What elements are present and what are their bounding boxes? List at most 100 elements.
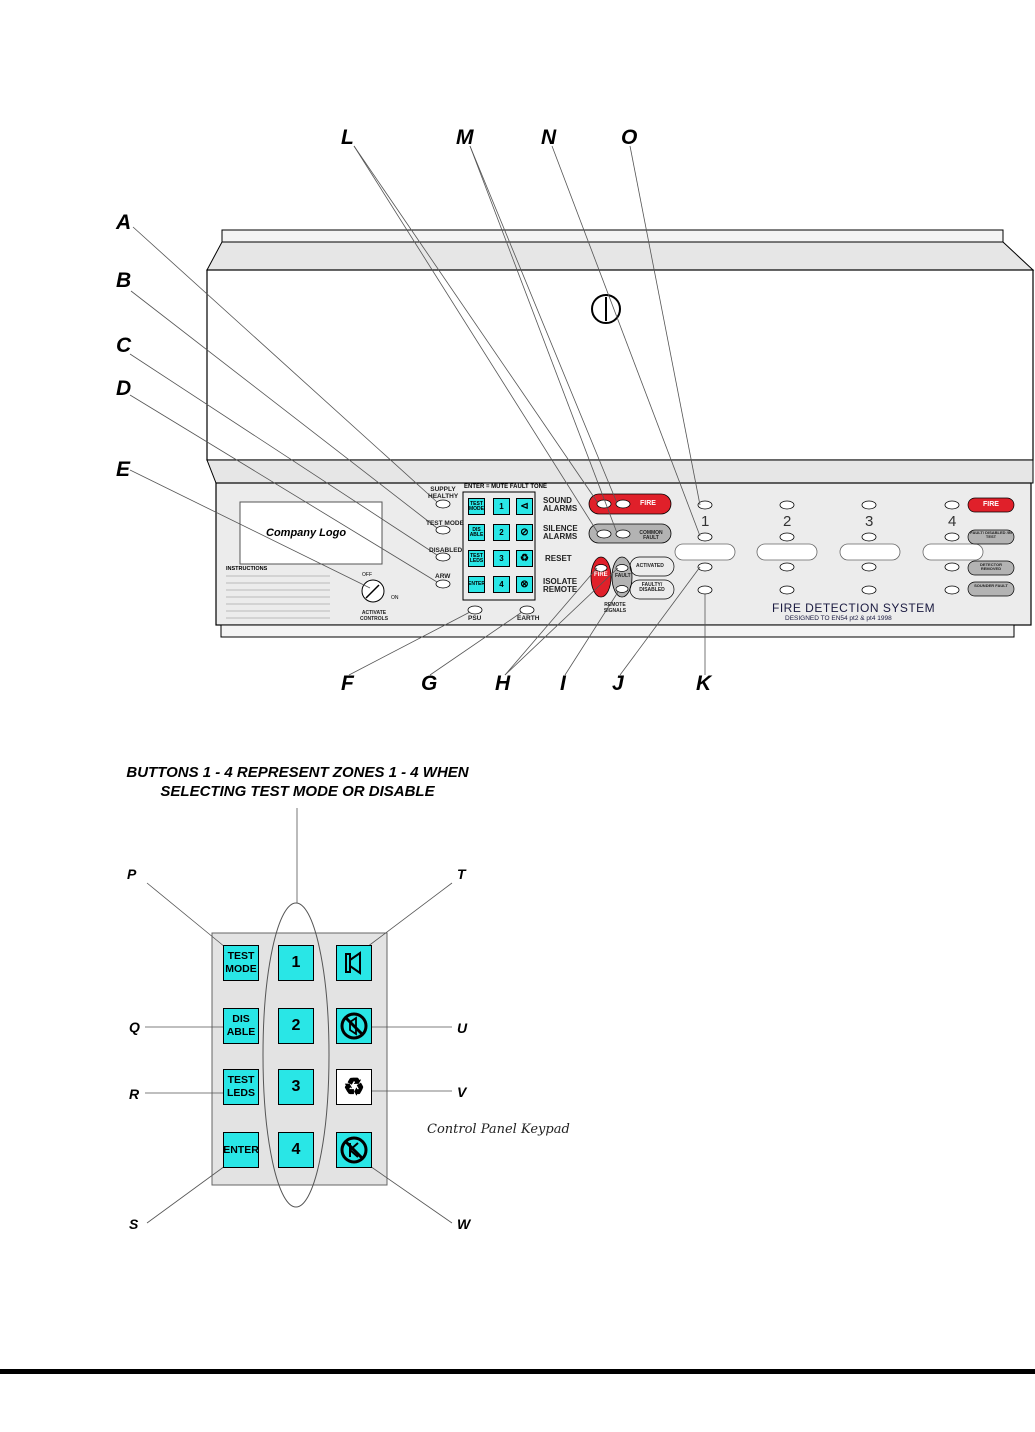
zone-1-label-window <box>674 543 736 561</box>
test-mode-label: TEST MODE <box>426 520 464 527</box>
cabinet-lid <box>221 229 1004 243</box>
arw-label: ARW <box>435 573 451 580</box>
recycle-icon: ♻ <box>343 1073 365 1101</box>
callout-p: P <box>127 866 137 882</box>
reset-key[interactable]: ♻ <box>336 1069 372 1105</box>
callout-i: I <box>560 672 566 695</box>
cabinet-top-bevel <box>206 241 1035 271</box>
faulty-disabled-label: FAULTY/ DISABLED <box>639 582 665 593</box>
activate-controls-label: ACTIVATE CONTROLS <box>359 610 389 622</box>
callout-c: C <box>116 334 132 357</box>
callout-r: R <box>129 1086 140 1102</box>
zone-3-label-window <box>839 543 901 561</box>
panel-isolate-icon[interactable]: ⊗ <box>516 576 533 593</box>
switch-off-label: OFF <box>362 572 372 578</box>
cabinet-lower-bevel <box>206 459 1034 484</box>
silence-alarms-key[interactable] <box>336 1008 372 1044</box>
detector-removed-pill <box>967 560 1015 576</box>
instructions-title: INSTRUCTIONS <box>226 566 268 572</box>
sound-alarms-key[interactable] <box>336 945 372 981</box>
earth-label: EARTH <box>517 615 540 622</box>
supply-healthy-led <box>435 499 451 509</box>
remote-signals-label: REMOTE SIGNALS <box>603 602 627 614</box>
test-leds-key[interactable]: TEST LEDS <box>223 1069 259 1105</box>
remote-fire-label: FIRE <box>594 572 608 578</box>
zone-leds <box>697 500 960 595</box>
remote-fault-label: FAULT <box>615 573 631 579</box>
panel-title: FIRE DETECTION SYSTEM <box>772 601 936 615</box>
fault-disabled-pill <box>967 529 1015 545</box>
panel-zone-4-key[interactable]: 4 <box>493 576 510 593</box>
zone-2-number: 2 <box>783 513 792 530</box>
zone-3-key[interactable]: 3 <box>278 1069 314 1105</box>
psu-led <box>467 605 483 615</box>
keypad-title: Control Panel Keypad <box>427 1122 570 1137</box>
zone-buttons-outline <box>262 902 330 1208</box>
callout-a: A <box>116 211 132 234</box>
callout-g: G <box>421 672 438 695</box>
panel-base <box>220 624 1015 638</box>
panel-silence-alarms-icon[interactable]: ⊘ <box>516 524 533 541</box>
callout-k: K <box>696 672 712 695</box>
callout-n: N <box>541 126 557 149</box>
cabinet-door <box>206 269 1034 461</box>
callout-m: M <box>456 126 474 149</box>
panel-sound-alarms-icon[interactable]: ⊲ <box>516 498 533 515</box>
callout-e: E <box>116 458 131 481</box>
isolate-remote-label: ISOLATE REMOTE <box>543 577 578 594</box>
keypad-header: ENTER = MUTE FAULT TONE <box>464 484 547 490</box>
sounder-fault-label: SOUNDER FAULT <box>974 583 1008 588</box>
enter-key[interactable]: ENTER <box>223 1132 259 1168</box>
callout-o: O <box>621 126 638 149</box>
disable-key[interactable]: DIS ABLE <box>223 1008 259 1044</box>
callout-h: H <box>495 672 511 695</box>
panel-zone-1-key[interactable]: 1 <box>493 498 510 515</box>
panel-zone-3-key[interactable]: 3 <box>493 550 510 567</box>
keypad-caption: BUTTONS 1 - 4 REPRESENT ZONES 1 - 4 WHEN… <box>126 764 469 800</box>
isolate-icon <box>340 1136 368 1164</box>
callout-d: D <box>116 377 132 400</box>
zone-2-label-window <box>756 543 818 561</box>
test-mode-led <box>435 525 451 535</box>
zone-1-number: 1 <box>701 513 710 530</box>
panel-zone-2-key[interactable]: 2 <box>493 524 510 541</box>
panel-subtitle: DESIGNED TO EN54 pt2 & pt4 1998 <box>785 615 892 622</box>
bottom-rule <box>0 1369 1035 1374</box>
panel-reset-icon[interactable]: ♻ <box>516 550 533 567</box>
callout-f: F <box>341 672 354 695</box>
panel-enter-key[interactable]: ENTER <box>468 576 485 593</box>
isolate-remote-key[interactable] <box>336 1132 372 1168</box>
common-fire-label: FIRE <box>983 501 999 508</box>
zone-2-key[interactable]: 2 <box>278 1008 314 1044</box>
earth-led <box>519 605 535 615</box>
supply-healthy-label: SUPPLY HEALTHY <box>428 486 459 500</box>
zone-1-key[interactable]: 1 <box>278 945 314 981</box>
callout-j: J <box>612 672 624 695</box>
zone-3-number: 3 <box>865 513 874 530</box>
callout-v: V <box>457 1084 467 1100</box>
callout-u: U <box>457 1020 468 1036</box>
speaker-muted-icon <box>340 1012 368 1040</box>
fault-disabled-label: FAULT/ DISABLED /IN TEST <box>970 530 1012 539</box>
fire-pill-label: FIRE <box>640 500 656 507</box>
zone-4-label-window <box>922 543 984 561</box>
company-logo: Company Logo <box>266 527 347 539</box>
psu-label: PSU <box>468 615 482 622</box>
zone-4-key[interactable]: 4 <box>278 1132 314 1168</box>
callout-s: S <box>129 1216 139 1232</box>
common-fire-pill <box>967 497 1015 513</box>
callout-q: Q <box>129 1019 140 1035</box>
disabled-label: DISABLED <box>429 547 463 554</box>
sound-alarms-label: SOUND ALARMS <box>543 496 578 513</box>
callout-w: W <box>457 1216 471 1232</box>
callout-b: B <box>116 269 132 292</box>
panel-test-leds-key[interactable]: TEST LEDS <box>468 550 485 567</box>
panel-disable-key[interactable]: DIS ABLE <box>468 524 485 541</box>
switch-on-label: ON <box>391 595 399 601</box>
panel-test-mode-key[interactable]: TEST MODE <box>468 498 485 515</box>
test-mode-key[interactable]: TEST MODE <box>223 945 259 981</box>
arw-led <box>435 579 451 589</box>
panel-keypad-frame <box>462 491 536 601</box>
logo-box <box>239 501 383 565</box>
